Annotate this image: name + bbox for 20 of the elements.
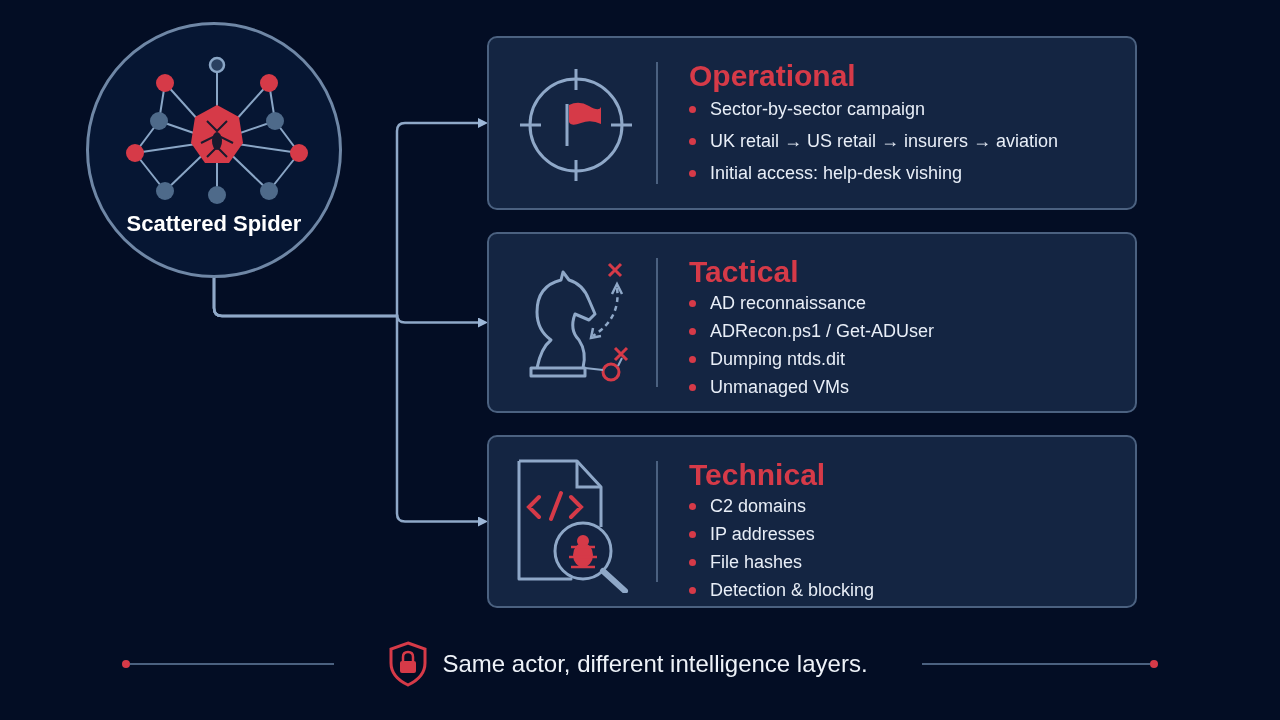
bullet-text: Detection & blocking [710,579,875,601]
intelligence-layer-card [487,435,1137,608]
layer-heading: Operational [689,58,857,94]
bullet-text: AD reconnaissance [710,292,867,314]
bullet-text: Initial access: help-desk vishing [710,162,963,184]
bullet-text: Unmanaged VMs [710,376,850,398]
intelligence-layer-card [487,232,1137,413]
bullet-text: Dumping ntds.dit [710,348,846,370]
bullet-text: C2 domains [710,495,807,517]
bullet-text: IP addresses [710,523,815,545]
layer-heading: Tactical [689,254,800,290]
bullet-text: UK retail → US retail → insurers → aviation [710,130,1059,152]
bullet-text: File hashes [710,551,803,573]
connector-arrow [212,278,488,527]
actor-name: Scattered Spider [125,210,303,238]
bullet-text: Sector-by-sector campaign [710,98,926,120]
caption: Same actor, different intelligence layers. [442,649,868,679]
layer-heading: Technical [689,457,827,493]
bullet-text: ADRecon.ps1 / Get-ADUser [710,320,935,342]
intelligence-layer-card [487,36,1137,210]
